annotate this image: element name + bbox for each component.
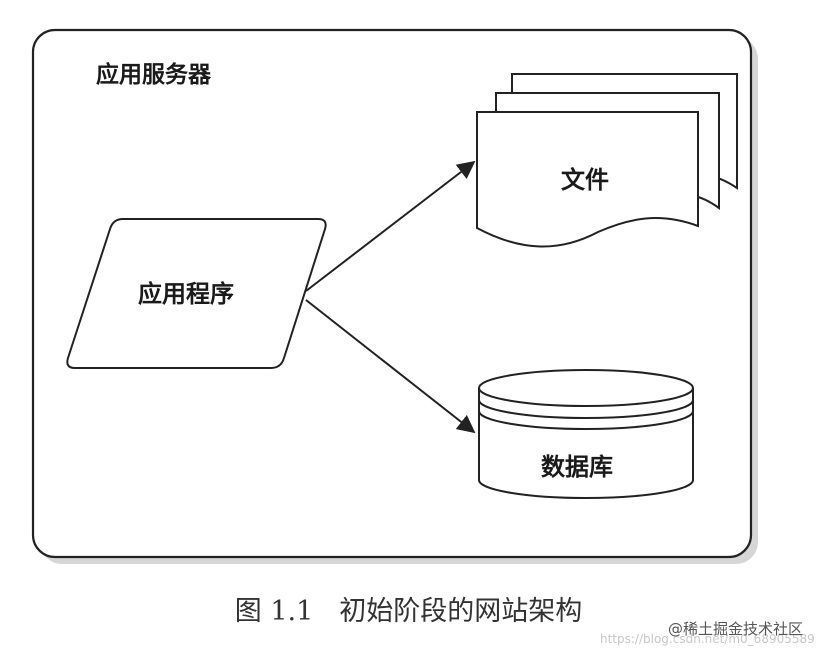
arrow-to-files <box>305 160 476 292</box>
application-shape <box>66 218 327 369</box>
watermark-brand: @稀土掘金技术社区 <box>667 620 803 638</box>
server-title: 应用服务器 <box>96 62 211 88</box>
database-label: 数据库 <box>541 453 613 481</box>
caption-number: 图 1.1 <box>234 596 314 627</box>
application-label: 应用程序 <box>138 280 234 308</box>
database-ring-2 <box>478 410 694 430</box>
files-label: 文件 <box>561 166 609 194</box>
file-sheet-front <box>476 111 699 248</box>
watermark-url: https://blog.csdn.net/m0_68905589 <box>600 632 815 646</box>
figure-caption: 图 1.1 初始阶段的网站架构 <box>0 598 817 625</box>
caption-text: 初始阶段的网站架构 <box>339 596 583 627</box>
database-top <box>478 369 694 407</box>
arrow-to-database <box>305 299 476 434</box>
database-ring-1 <box>478 399 694 419</box>
